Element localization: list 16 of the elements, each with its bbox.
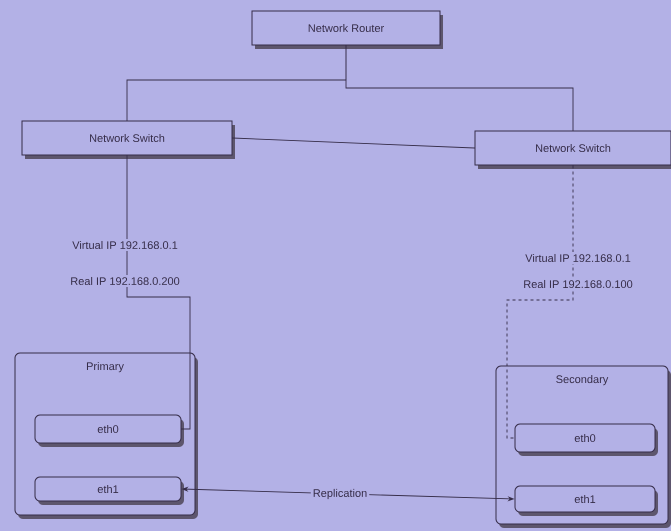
device-box: Network Router	[252, 10, 443, 49]
device-box: Network Switch	[22, 120, 235, 159]
connector	[506, 165, 574, 438]
ip-label: Real IP 192.168.0.100	[521, 278, 635, 290]
edge-label: Virtual IP 192.168.0.1	[70, 238, 180, 252]
connector	[126, 155, 190, 430]
device-box: Network Switch	[474, 130, 671, 169]
edge-label: Virtual IP 192.168.0.1	[523, 252, 633, 264]
interface-box: eth1	[34, 476, 184, 505]
connector	[232, 138, 475, 148]
interface-box: eth1	[514, 486, 658, 516]
ip-label: Real IP 192.168.0.200	[68, 274, 182, 288]
interface-box: eth0	[514, 424, 658, 456]
interface-box: eth0	[34, 414, 184, 447]
edge-label: Replication	[310, 486, 370, 502]
connector	[346, 45, 574, 131]
